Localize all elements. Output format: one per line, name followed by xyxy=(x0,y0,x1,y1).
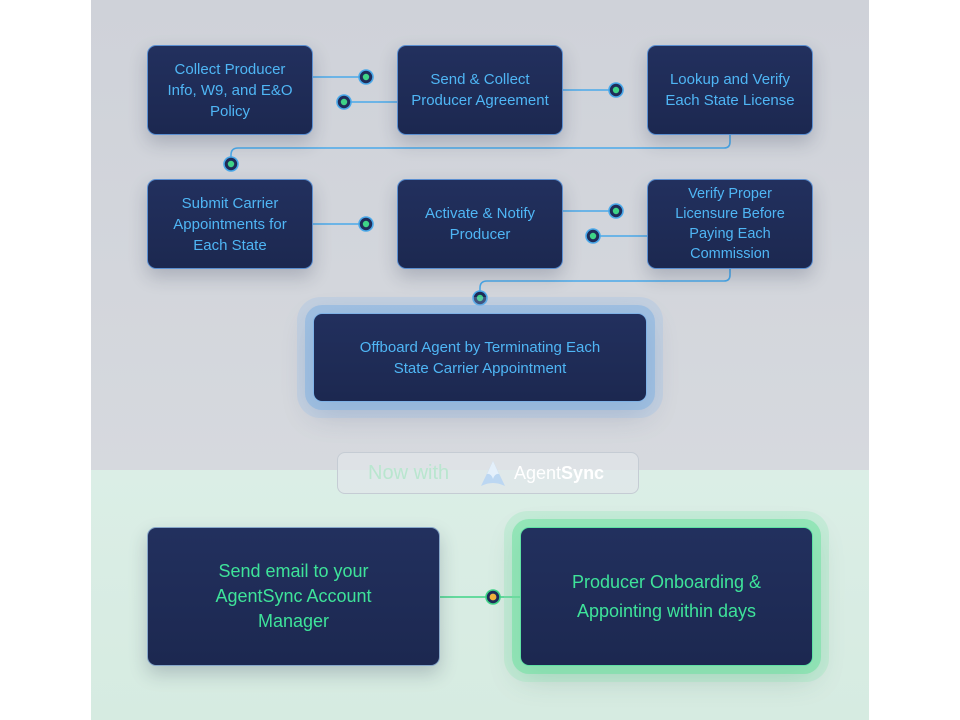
connector-verify-to-offboard xyxy=(479,268,731,298)
step-lookup-license: Lookup and Verify Each State License xyxy=(647,45,813,135)
node-dot xyxy=(358,216,374,232)
node-dot xyxy=(608,203,624,219)
node-dot xyxy=(223,156,239,172)
step-submit-appointments: Submit Carrier Appointments for Each Sta… xyxy=(147,179,313,269)
badge-brand: AgentSync xyxy=(514,463,604,484)
step-onboarding-result: Producer Onboarding & Appointing within … xyxy=(520,527,813,666)
node-dot xyxy=(472,290,488,306)
node-dot xyxy=(336,94,352,110)
badge-brand-bold: Sync xyxy=(561,463,605,483)
node-dots xyxy=(223,69,624,306)
node-dot xyxy=(585,228,601,244)
step-activate-notify: Activate & Notify Producer xyxy=(397,179,563,269)
agentsync-logo-icon xyxy=(481,461,505,486)
badge-brand-light: Agent xyxy=(514,463,562,483)
node-dot-amber xyxy=(485,589,501,605)
step-collect-info: Collect Producer Info, W9, and E&O Polic… xyxy=(147,45,313,135)
node-dot xyxy=(358,69,374,85)
step-send-collect-agreement: Send & Collect Producer Agreement xyxy=(397,45,563,135)
badge-prefix: Now with xyxy=(368,462,450,484)
step-send-email: Send email to your AgentSync Account Man… xyxy=(147,527,440,666)
node-dot xyxy=(608,82,624,98)
now-with-agentsync-badge: Now with AgentSync xyxy=(337,452,639,494)
step-verify-licensure: Verify Proper Licensure Before Paying Ea… xyxy=(647,179,813,269)
step-offboard-agent: Offboard Agent by Terminating Each State… xyxy=(313,313,647,402)
connector-lookup-to-submit xyxy=(230,135,731,164)
